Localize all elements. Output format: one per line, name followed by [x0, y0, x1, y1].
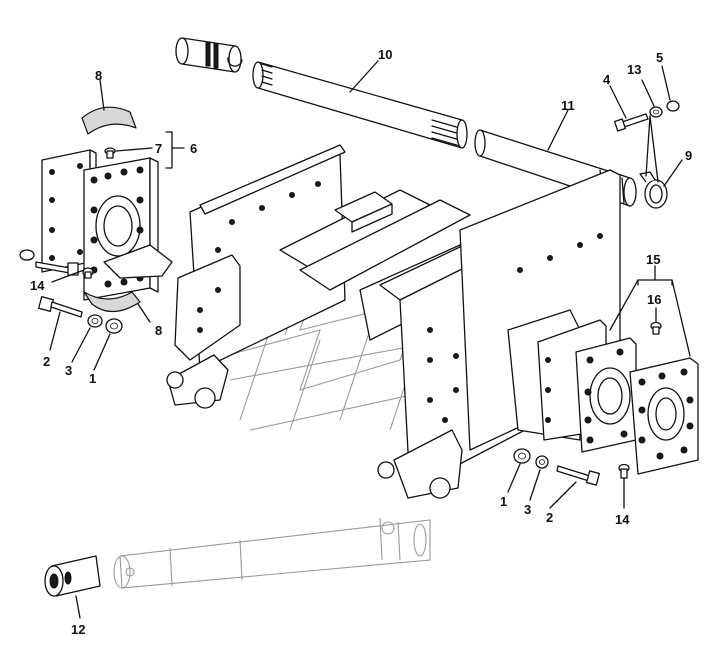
washer-part-3-right	[535, 455, 549, 469]
bolt-part-14-left	[19, 249, 94, 279]
callout-6: 6	[190, 141, 197, 156]
washer-part-3-left	[87, 314, 103, 328]
callout-4: 4	[603, 72, 611, 87]
nut-part-5	[666, 100, 680, 112]
callout-10: 10	[378, 47, 392, 62]
callout-8-top: 8	[95, 68, 102, 83]
callout-11: 11	[561, 98, 575, 113]
callout-2-right: 2	[546, 510, 553, 525]
callout-5: 5	[656, 50, 663, 65]
callout-9: 9	[685, 148, 692, 163]
main-frame	[166, 144, 621, 499]
bolt-part-2-left	[38, 296, 83, 318]
bushing-half-part-8-top	[81, 106, 137, 135]
bolt-part-14-right	[618, 463, 630, 479]
leader-lines	[49, 60, 691, 619]
callout-16: 16	[647, 292, 661, 307]
bushing-half-part-8-bottom	[83, 291, 141, 313]
cylinder-shaft	[113, 517, 431, 589]
bolt-part-4	[614, 113, 649, 132]
callout-2-left: 2	[43, 354, 50, 369]
bearing-assembly-part-6	[41, 149, 173, 301]
bearing-assembly-part-15	[507, 309, 699, 475]
callout-1-left: 1	[89, 371, 96, 386]
nut-part-1-right	[513, 448, 531, 464]
shaft-part-10	[175, 37, 468, 149]
callout-1-right: 1	[500, 494, 507, 509]
callout-13: 13	[627, 62, 641, 77]
bolt-part-2-right	[556, 465, 601, 486]
pin-part-12	[44, 555, 101, 597]
callout-14-left: 14	[30, 278, 45, 293]
callout-3-left: 3	[65, 363, 72, 378]
bolt-part-16	[650, 321, 662, 335]
callout-3-right: 3	[524, 502, 531, 517]
callout-15: 15	[646, 252, 660, 267]
callout-8-bottom: 8	[155, 323, 162, 338]
washer-part-13	[649, 106, 663, 118]
callout-12: 12	[71, 622, 85, 637]
nut-part-1-left	[105, 318, 123, 334]
callout-14-right: 14	[615, 512, 630, 527]
bolt-part-7	[104, 147, 116, 159]
clamp-part-9	[639, 171, 668, 209]
callout-7: 7	[155, 141, 162, 156]
callouts: 10 11 8 7 6 14 8 2 3 1 4 13 5 9 15 16 1 …	[30, 47, 692, 637]
